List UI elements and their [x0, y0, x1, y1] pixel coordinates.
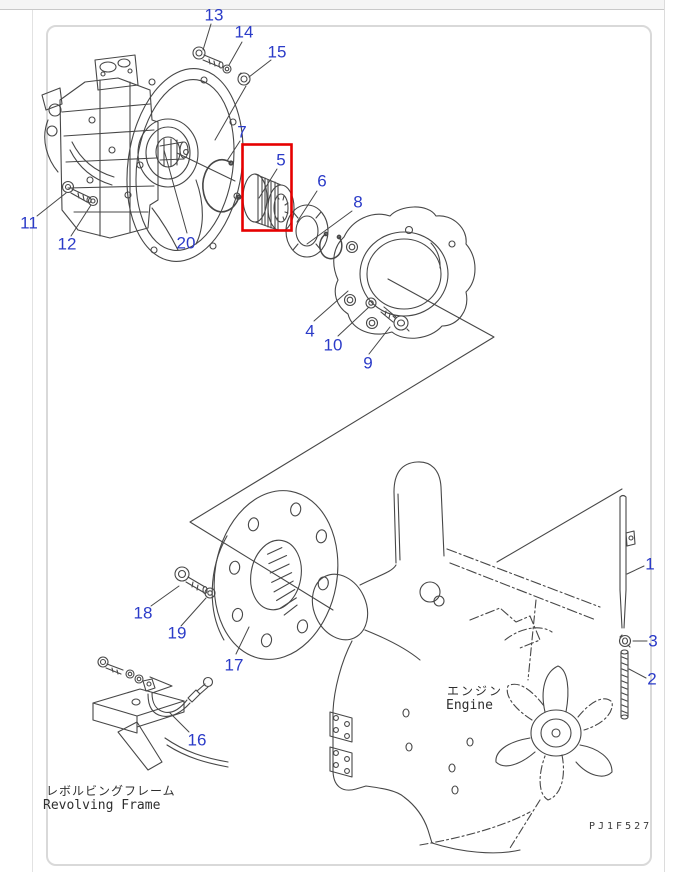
callout-6[interactable]: 6 — [317, 171, 327, 191]
support-rod-16 — [97, 656, 214, 717]
highlight-box-part-5[interactable] — [241, 143, 293, 232]
engine-label-jp: エンジン — [447, 684, 504, 698]
callout-7[interactable]: 7 — [237, 122, 247, 142]
pump-assembly — [41, 54, 244, 262]
bolt-9 — [380, 306, 410, 332]
revolving-frame-label-jp: レボルビングフレーム — [46, 784, 176, 798]
callout-3[interactable]: 3 — [648, 631, 658, 651]
engine-fan — [495, 665, 613, 849]
callout-9[interactable]: 9 — [363, 353, 373, 373]
nut-3 — [618, 634, 632, 648]
callout-8[interactable]: 8 — [353, 192, 363, 212]
assembly-line-left — [189, 278, 495, 611]
snap-ring-7 — [202, 159, 242, 213]
leader-lines — [36, 23, 648, 733]
top-bar — [0, 0, 664, 10]
housing-4 — [333, 206, 476, 339]
drawing-code: PJ1F527 — [589, 821, 653, 832]
page-left-rule — [32, 10, 33, 872]
callout-5[interactable]: 5 — [276, 150, 286, 170]
washer-14 — [222, 64, 232, 74]
callout-2[interactable]: 2 — [647, 669, 657, 689]
callout-12[interactable]: 12 — [57, 234, 77, 254]
page-right-rule — [664, 0, 665, 872]
washer-19 — [204, 587, 216, 599]
bolt-11 — [61, 180, 92, 204]
callout-16[interactable]: 16 — [187, 730, 207, 750]
engine-drawing — [311, 461, 613, 854]
callout-14[interactable]: 14 — [234, 22, 254, 42]
flange-17 — [211, 490, 339, 660]
callout-18[interactable]: 18 — [133, 603, 153, 623]
nut-15 — [237, 72, 251, 86]
callout-11[interactable]: 11 — [20, 213, 38, 233]
washer-12 — [87, 195, 99, 207]
callout-17[interactable]: 17 — [224, 655, 244, 675]
revolving-frame-bracket — [92, 688, 229, 771]
bolt-13 — [192, 46, 224, 69]
callout-15[interactable]: 15 — [267, 42, 287, 62]
callout-4[interactable]: 4 — [305, 321, 315, 341]
callout-13[interactable]: 13 — [204, 5, 224, 25]
bolt-18 — [174, 566, 208, 595]
revolving-frame-label-en: Revolving Frame — [43, 798, 161, 813]
assembly-line-right — [496, 488, 623, 563]
threaded-rod-2 — [620, 649, 629, 720]
callout-1[interactable]: 1 — [645, 554, 655, 574]
callout-20[interactable]: 20 — [176, 233, 196, 253]
rod-1 — [619, 494, 636, 629]
washer-10 — [365, 297, 377, 309]
callout-10[interactable]: 10 — [323, 335, 343, 355]
callout-19[interactable]: 19 — [167, 623, 187, 643]
engine-label-en: Engine — [446, 698, 493, 713]
snap-ring-8 — [319, 231, 343, 260]
